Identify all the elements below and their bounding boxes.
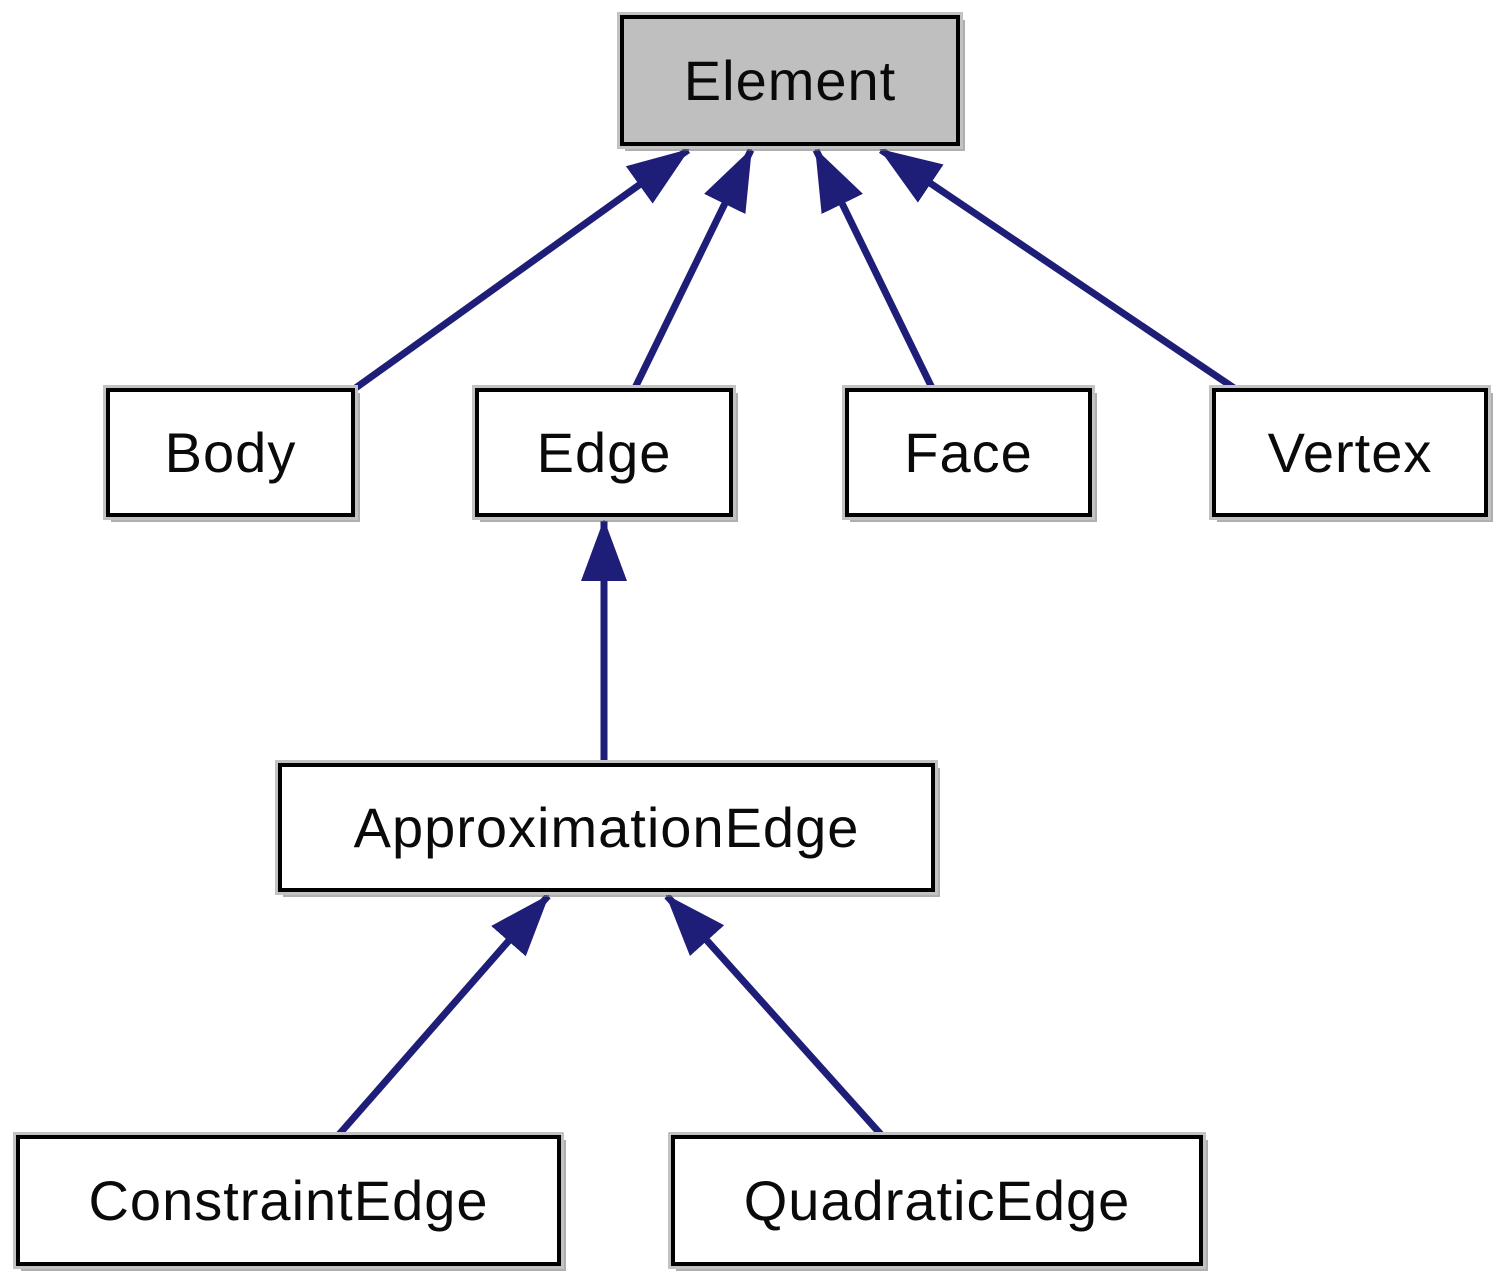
node-vertex[interactable]: Vertex (1212, 388, 1488, 517)
arrow-constraintedge-to-approximationedge (332, 893, 551, 1142)
node-body[interactable]: Body (106, 388, 355, 517)
arrow-body-to-element (347, 147, 691, 395)
node-approximation-edge-label: ApproximationEdge (353, 796, 860, 859)
node-approximation-edge[interactable]: ApproximationEdge (278, 763, 935, 892)
node-quadratic-edge[interactable]: QuadraticEdge (671, 1135, 1203, 1266)
arrow-face-to-element (812, 148, 938, 394)
node-body-label: Body (164, 421, 297, 484)
arrow-quadraticedge-to-approximationedge (664, 893, 888, 1142)
node-face-label: Face (904, 421, 1033, 484)
arrow-edge-to-element (629, 148, 755, 394)
node-constraint-edge-label: ConstraintEdge (88, 1169, 489, 1232)
node-quadratic-edge-label: QuadraticEdge (743, 1169, 1131, 1232)
node-face[interactable]: Face (845, 388, 1092, 517)
arrow-vertex-to-element (879, 147, 1242, 395)
node-constraint-edge[interactable]: ConstraintEdge (16, 1135, 561, 1266)
node-edge[interactable]: Edge (475, 388, 733, 517)
node-element: Element (620, 15, 960, 146)
node-edge-label: Edge (536, 421, 672, 484)
node-vertex-label: Vertex (1267, 421, 1433, 484)
node-element-label: Element (683, 49, 897, 112)
